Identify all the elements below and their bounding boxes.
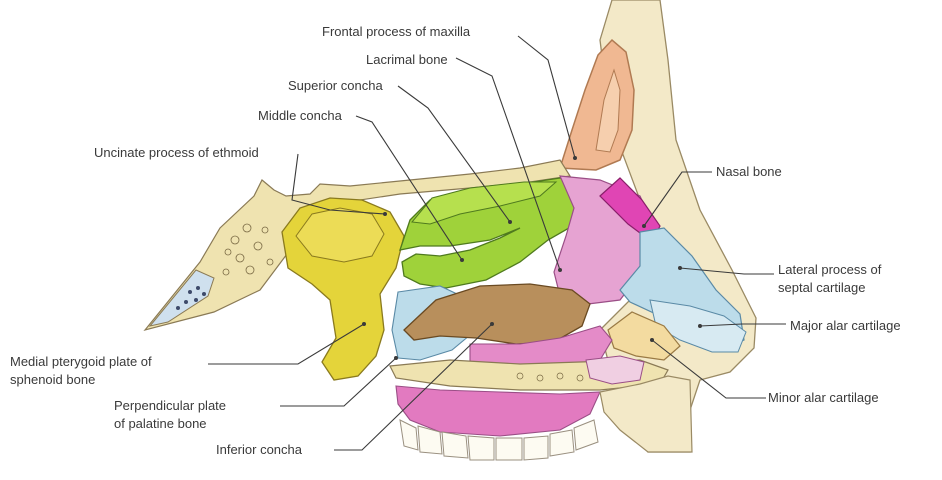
leader-frontal-process [518,36,575,158]
label-lateral-process-line1: Lateral process of [778,262,882,277]
label-medial-pterygoid-line1: Medial pterygoid plate of [10,354,152,369]
label-major-alar: Major alar cartilage [790,318,901,333]
label-minor-alar: Minor alar cartilage [768,390,879,405]
label-middle-concha: Middle concha [258,108,343,123]
anatomy [145,0,756,460]
label-superior-concha: Superior concha [288,78,383,93]
label-lateral-process-line2: septal cartilage [778,280,865,295]
label-uncinate-process: Uncinate process of ethmoid [94,145,259,160]
label-lacrimal-bone: Lacrimal bone [366,52,448,67]
label-perpendicular-line1: Perpendicular plate [114,398,226,413]
label-medial-pterygoid-line2: sphenoid bone [10,372,95,387]
incisive-region [586,356,644,384]
label-inferior-concha: Inferior concha [216,442,303,457]
label-nasal-bone: Nasal bone [716,164,782,179]
label-perpendicular-line2: of palatine bone [114,416,207,431]
label-frontal-process: Frontal process of maxilla [322,24,471,39]
